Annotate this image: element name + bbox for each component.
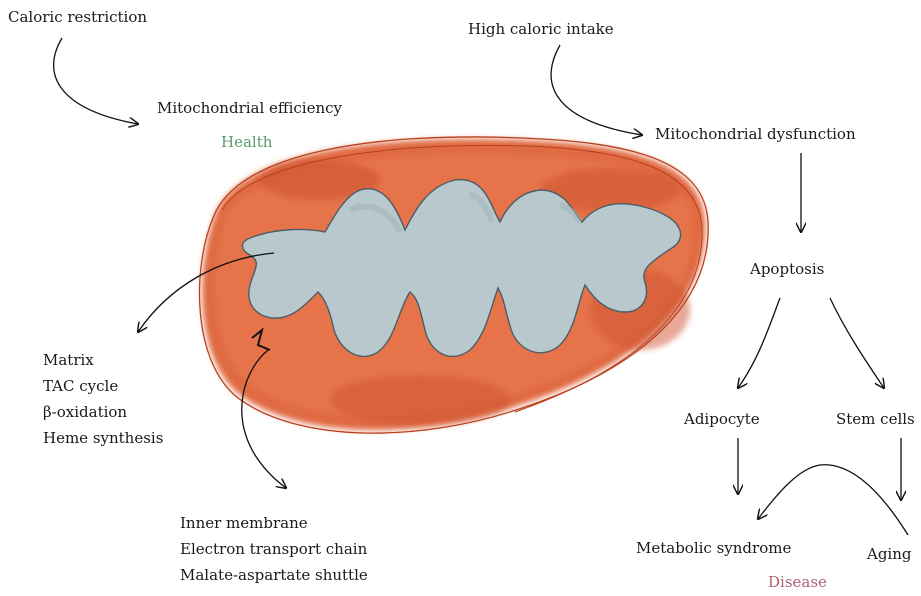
label-adipocyte: Adipocyte <box>684 412 760 427</box>
matrix-line-3: β-oxidation <box>43 399 163 425</box>
label-apoptosis: Apoptosis <box>750 262 824 277</box>
matrix-line-1: Matrix <box>43 347 163 373</box>
membrane-line-2: Electron transport chain <box>180 536 368 562</box>
label-high-caloric: High caloric intake <box>468 22 614 37</box>
arrow-cr-to-efficiency <box>54 38 138 124</box>
label-aging: Aging <box>867 547 912 562</box>
arrow-apoptosis-to-stemcells <box>830 298 884 388</box>
membrane-line-3: Malate-aspartate shuttle <box>180 562 368 588</box>
matrix-line-2: TAC cycle <box>43 373 163 399</box>
label-caloric-restriction: Caloric restriction <box>8 10 147 25</box>
membrane-functions: Inner membrane Electron transport chain … <box>180 510 368 588</box>
mitochondrion <box>199 137 708 433</box>
label-stem-cells: Stem cells <box>836 412 915 427</box>
label-disease: Disease <box>768 575 827 590</box>
arrow-apoptosis-to-adipocyte <box>738 298 780 388</box>
arrow-hci-to-dysfunction <box>551 45 642 135</box>
label-mito-dysfunction: Mitochondrial dysfunction <box>655 127 856 142</box>
matrix-line-4: Heme synthesis <box>43 425 163 451</box>
matrix-functions: Matrix TAC cycle β-oxidation Heme synthe… <box>43 347 163 451</box>
label-health: Health <box>221 135 272 150</box>
membrane-line-1: Inner membrane <box>180 510 368 536</box>
arrow-between-metabolic-aging <box>758 465 908 535</box>
label-metabolic-syndrome: Metabolic syndrome <box>636 541 791 556</box>
label-mito-efficiency: Mitochondrial efficiency <box>157 101 342 116</box>
